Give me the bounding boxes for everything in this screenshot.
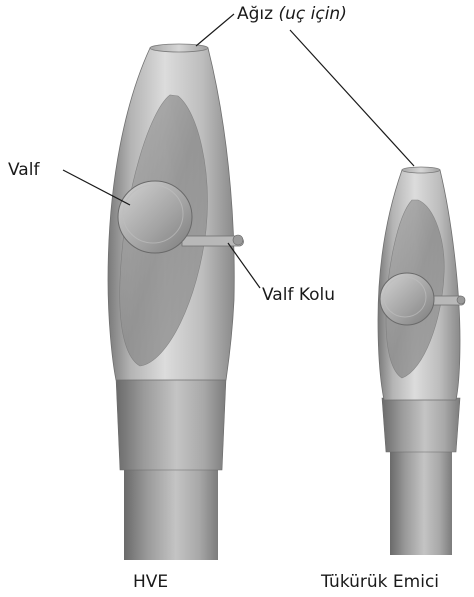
mouth-label-italic: (uç için) (278, 4, 346, 24)
saliva-mouth-opening (402, 167, 440, 173)
leader-mouth-saliva (290, 30, 414, 166)
hve-lower-tube (124, 468, 218, 560)
hve-instrument (108, 44, 243, 560)
mouth-label-main: Ağız (237, 4, 278, 24)
saliva-ejector-caption: Tükürük Emici (321, 572, 439, 592)
saliva-lower-tube (390, 450, 452, 555)
hve-mouth-opening (150, 44, 208, 52)
valve-lever-label: Valf Kolu (262, 285, 335, 305)
mouth-label: Ağız (uç için) (237, 4, 347, 24)
hve-collar (116, 378, 226, 470)
valve-label: Valf (8, 160, 39, 180)
saliva-ejector-instrument (378, 167, 465, 555)
hve-valve-disc (118, 181, 192, 253)
hve-caption: HVE (133, 572, 168, 592)
saliva-collar (382, 398, 460, 452)
leader-mouth-hve (196, 14, 234, 46)
